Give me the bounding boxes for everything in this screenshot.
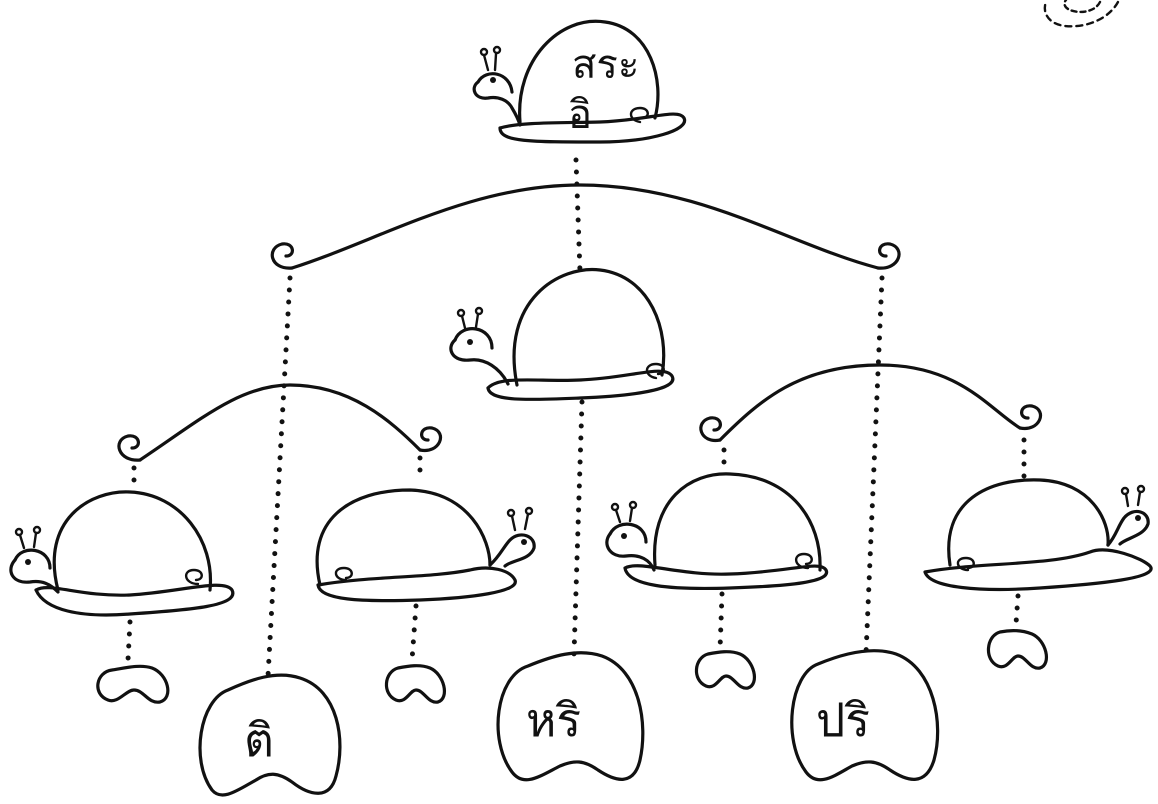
- word-ti: ติ: [244, 713, 274, 767]
- empty-pod-4: [986, 629, 1049, 670]
- right-hanger-bar: [699, 363, 1043, 442]
- string-right-main: [863, 275, 885, 657]
- snail-left-2: [315, 488, 536, 603]
- left-hanger-bar: [117, 383, 443, 462]
- word-pod-ti: ติ: [198, 673, 342, 797]
- string-snail1-pod: [125, 619, 133, 663]
- top-snail: สระ อิ: [472, 19, 687, 144]
- snail-right-2: [923, 478, 1153, 592]
- string-top: [573, 157, 583, 275]
- top-snail-line2: อิ: [568, 92, 592, 138]
- corner-spiral-decoration: [1043, 0, 1120, 28]
- middle-snail: [449, 267, 675, 402]
- string-snail3-pod: [717, 591, 725, 653]
- top-snail-line1: สระ: [572, 42, 639, 88]
- empty-pod-2: [384, 664, 447, 704]
- main-hanger-bar: [270, 183, 901, 270]
- empty-pod-1: [96, 664, 170, 704]
- string-snail2-pod: [409, 603, 419, 663]
- word-hri: หริ: [526, 693, 581, 747]
- empty-pod-3: [694, 650, 757, 690]
- word-pod-pri: ปริ: [790, 649, 940, 782]
- string-snail4-pod: [1013, 593, 1021, 627]
- string-middle-down: [571, 399, 585, 657]
- word-pri: ปริ: [816, 693, 870, 747]
- snail-left-1: [9, 490, 235, 617]
- snail-right-1: [605, 472, 829, 591]
- string-left-main: [265, 275, 293, 679]
- word-pod-hri: หริ: [496, 651, 645, 782]
